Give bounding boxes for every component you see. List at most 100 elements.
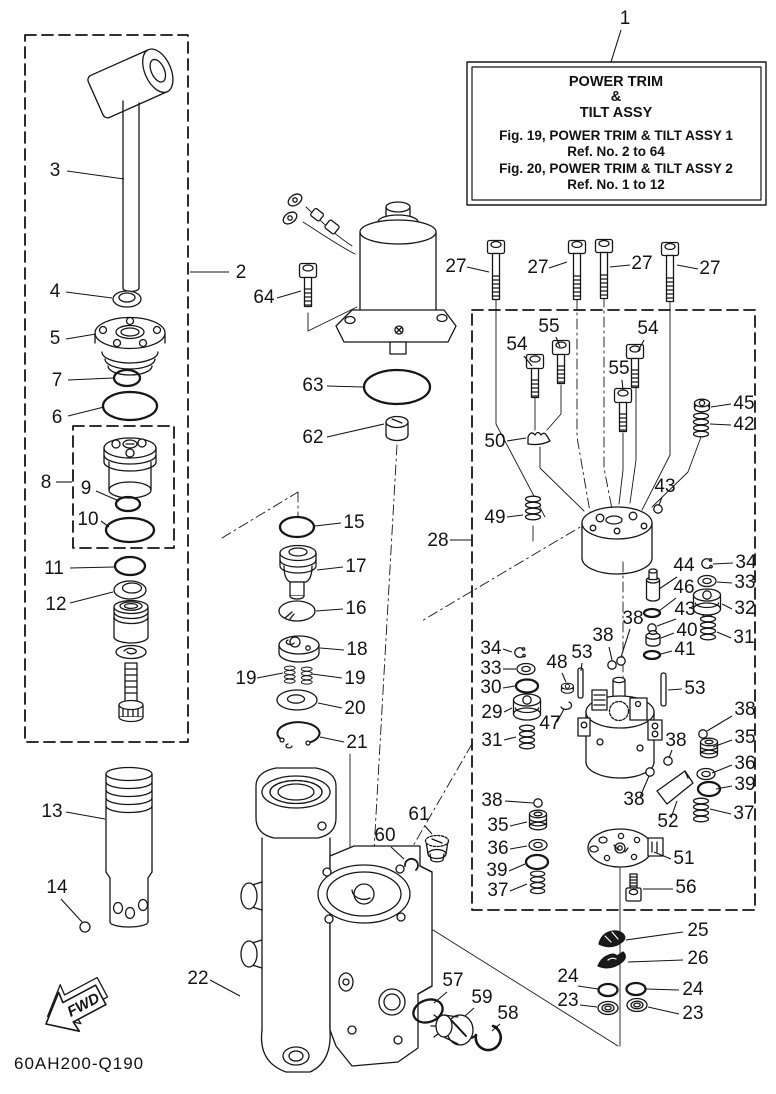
callout-leader-23 (647, 1006, 680, 1015)
part-code: 60AH200-Q190 (14, 1054, 144, 1073)
part-bolt-27b (567, 239, 587, 301)
callout-label-49: 49 (484, 507, 505, 528)
part-ball-38b (607, 660, 617, 670)
callout-leader-55 (621, 379, 624, 391)
callout-leader-18 (319, 647, 345, 651)
callout-leader-21 (319, 736, 345, 743)
callout-leader-15 (314, 522, 342, 527)
part-piston-rod (87, 48, 174, 293)
part-bolt-56 (625, 873, 642, 902)
part-end-cap-5 (94, 316, 166, 376)
part-filter-25 (598, 930, 626, 948)
part-seal-12 (113, 580, 147, 600)
callout-label-19: 19 (344, 668, 365, 689)
part-spring-37a (529, 870, 546, 895)
part-piston-8 (103, 437, 157, 499)
callout-label-63: 63 (302, 375, 323, 396)
callout-label-40: 40 (676, 620, 697, 641)
part-ball-38a (616, 656, 626, 666)
part-oring-24b (625, 981, 647, 997)
part-spring-19b (300, 666, 313, 685)
callout-label-13: 13 (41, 801, 62, 822)
callout-label-9: 9 (81, 478, 92, 499)
part-disc-18 (278, 635, 320, 663)
title-line-4: Fig. 19, POWER TRIM & TILT ASSY 1 (499, 128, 733, 143)
part-bolt-27d (660, 241, 680, 303)
part-shim-52 (656, 770, 694, 805)
callout-label-36: 36 (487, 838, 508, 859)
part-bracket-50 (527, 431, 551, 446)
part-washer-20 (276, 689, 318, 711)
part-bolt-27a (486, 239, 506, 301)
callout-label-1: 1 (620, 8, 631, 29)
callout-leader-30 (502, 685, 516, 689)
title-box (466, 61, 767, 206)
callout-label-55: 55 (608, 358, 629, 379)
part-valve-35b (699, 737, 719, 759)
title-box-text: POWER TRIM & TILT ASSY Fig. 19, POWER TR… (499, 74, 733, 192)
part-pin-53a (577, 667, 584, 699)
callout-label-19: 19 (235, 668, 256, 689)
part-oring-46 (642, 607, 662, 619)
part-ball-38c (698, 729, 708, 739)
callout-leader-1 (610, 29, 622, 63)
part-oring-15 (278, 515, 316, 539)
part-cap-62 (385, 415, 409, 442)
callout-label-60: 60 (374, 825, 395, 846)
title-line-2: & (611, 89, 622, 105)
part-gear-pump (577, 676, 663, 779)
callout-label-61: 61 (408, 804, 429, 825)
callout-label-34: 34 (480, 638, 502, 659)
callout-label-38: 38 (592, 625, 613, 646)
callout-leader-39 (508, 863, 526, 872)
callout-label-15: 15 (343, 512, 364, 533)
callout-label-5: 5 (50, 328, 61, 349)
callout-leader-60 (390, 846, 405, 860)
callout-label-22: 22 (187, 968, 208, 989)
callout-label-39: 39 (734, 774, 755, 795)
callout-label-54: 54 (637, 318, 659, 339)
part-eclip-34a (514, 647, 526, 658)
part-oring-30 (514, 678, 540, 694)
part-snap-ring-58 (471, 1024, 503, 1052)
callout-label-38: 38 (481, 790, 502, 811)
callout-leader-24 (645, 988, 680, 991)
callout-leader-27 (609, 264, 631, 268)
callout-label-38: 38 (665, 730, 686, 751)
part-nut-48 (560, 682, 574, 694)
callout-label-38: 38 (623, 789, 644, 810)
part-clip-47 (560, 701, 573, 710)
callout-leader-16 (315, 608, 344, 612)
part-oring-57 (412, 998, 444, 1024)
part-ring-16 (278, 600, 316, 622)
callout-label-56: 56 (675, 877, 696, 898)
part-washer-36a (528, 838, 548, 852)
pump-assembly-dashed-box (471, 309, 756, 911)
part-grommet-23a (597, 1000, 619, 1016)
callout-label-43: 43 (674, 599, 695, 620)
part-bolt-27c (594, 238, 614, 300)
part-trim-motor (282, 193, 457, 355)
part-nut-45 (693, 398, 711, 413)
callout-label-36: 36 (734, 753, 755, 774)
callout-leader-39 (715, 785, 733, 790)
title-line-1: POWER TRIM (569, 74, 663, 90)
callout-label-62: 62 (302, 427, 323, 448)
part-washer-36b (696, 767, 716, 781)
callout-label-17: 17 (345, 556, 366, 577)
callout-label-30: 30 (480, 677, 501, 698)
callout-leader-38 (706, 715, 733, 732)
part-ball-38e (645, 767, 655, 777)
callout-label-8: 8 (41, 472, 52, 493)
callout-leader-27 (548, 261, 568, 269)
callout-leader-50 (506, 437, 527, 442)
callout-label-10: 10 (77, 509, 98, 530)
part-ball-38d (663, 756, 673, 766)
callout-leader-36 (711, 764, 733, 774)
callout-label-55: 55 (538, 316, 559, 337)
part-ball-14 (79, 921, 91, 933)
callout-label-53: 53 (571, 642, 592, 663)
callout-leader-17 (316, 566, 344, 571)
title-line-6: Fig. 20, POWER TRIM & TILT ASSY 2 (499, 161, 733, 176)
